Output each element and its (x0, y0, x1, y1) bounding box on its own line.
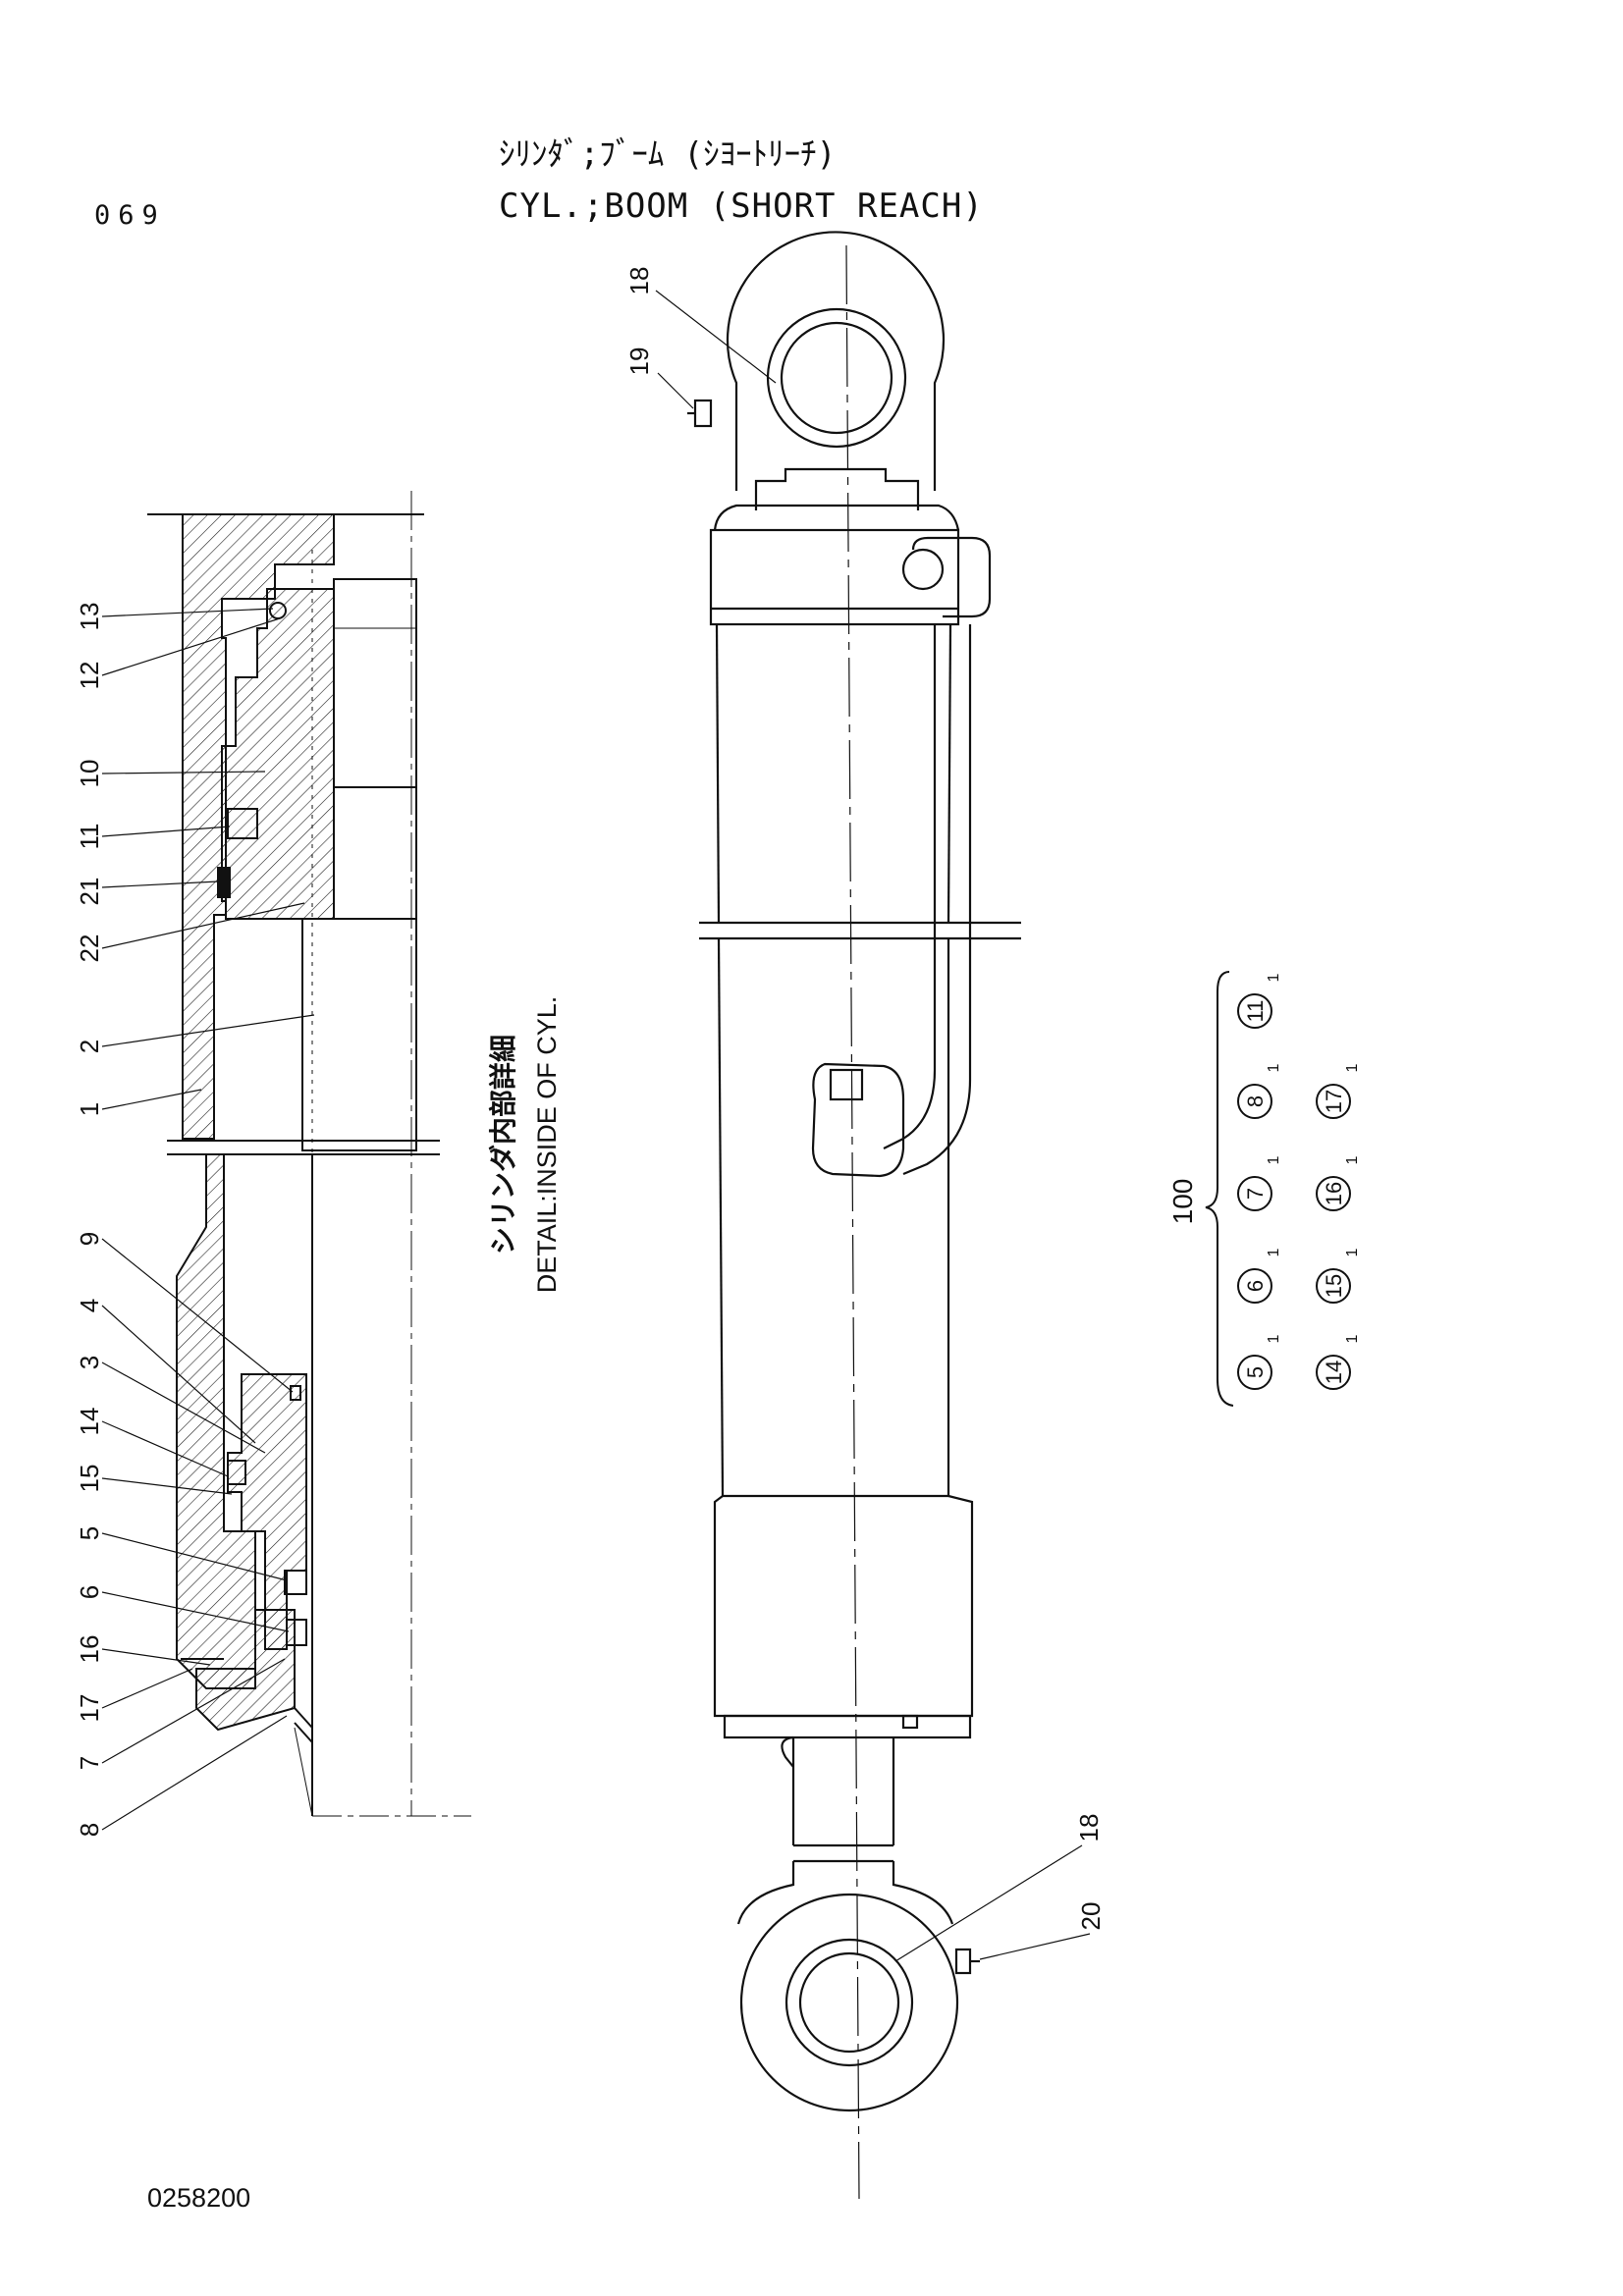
callout-17: 17 (75, 1694, 104, 1723)
callout-14: 14 (75, 1408, 104, 1436)
detail-caption-jp: シリンダ内部詳細 (487, 1035, 518, 1255)
seal-kit: 100 5 6 7 8 11 1 1 1 1 1 (1167, 971, 1361, 1407)
detail-caption-en: DETAIL:INSIDE OF CYL. (532, 996, 562, 1294)
seal-kit-label: 100 (1167, 1179, 1198, 1225)
callout-11: 11 (75, 824, 104, 850)
callout-4: 4 (75, 1299, 104, 1312)
seal-kit-brace (1205, 971, 1234, 1407)
callout-22: 22 (75, 934, 104, 963)
drawing-number: 0258200 (147, 2183, 251, 2213)
qty-6: 1 (1266, 1248, 1282, 1256)
callout-7: 7 (75, 1756, 104, 1770)
title-japanese: ｼﾘﾝﾀﾞ;ﾌﾞｰﾑ (ｼﾖｰﾄﾘｰﾁ) (499, 134, 837, 173)
part-6: 6 (1243, 1280, 1268, 1292)
seal-kit-row1 (1237, 993, 1272, 1390)
part-17: 17 (1322, 1090, 1346, 1113)
seal-kit-row2 (1316, 1084, 1351, 1390)
part-7: 7 (1243, 1188, 1268, 1200)
part-circle-17 (1316, 1084, 1351, 1119)
callout-15: 15 (75, 1465, 104, 1493)
callout-8: 8 (75, 1823, 104, 1837)
qty-7: 1 (1266, 1155, 1282, 1164)
part-15: 15 (1322, 1274, 1346, 1298)
detail-caption: シリンダ内部詳細 DETAIL:INSIDE OF CYL. (487, 996, 562, 1294)
detail-view (101, 491, 471, 1831)
qty-11: 1 (1266, 973, 1282, 982)
part-16: 16 (1322, 1182, 1346, 1205)
part-5: 5 (1243, 1366, 1268, 1378)
callout-3: 3 (75, 1356, 104, 1369)
detail-callouts: 13 12 10 11 21 22 2 1 9 4 3 14 15 5 6 16… (75, 603, 104, 1838)
callout-18-bottom: 18 (1074, 1814, 1104, 1842)
callout-13: 13 (75, 603, 104, 631)
callout-20: 20 (1076, 1902, 1106, 1931)
callout-5: 5 (75, 1526, 104, 1540)
callout-1: 1 (75, 1102, 104, 1116)
part-circle-11 (1237, 993, 1272, 1029)
part-circle-7 (1237, 1176, 1272, 1211)
title-english: CYL.;BOOM (SHORT REACH) (499, 187, 984, 226)
part-circle-5 (1237, 1355, 1272, 1390)
part-circle-16 (1316, 1176, 1351, 1211)
part-11: 11 (1243, 1000, 1268, 1023)
callout-6: 6 (75, 1585, 104, 1599)
callout-16: 16 (75, 1635, 104, 1664)
callout-19: 19 (624, 347, 654, 376)
callout-10: 10 (75, 760, 104, 788)
qty-15: 1 (1344, 1248, 1361, 1256)
qty-17: 1 (1344, 1063, 1361, 1072)
qty-14: 1 (1344, 1334, 1361, 1343)
callout-21: 21 (75, 878, 104, 906)
part-circle-15 (1316, 1268, 1351, 1304)
qty-8: 1 (1266, 1063, 1282, 1072)
cylinder-main-view (655, 231, 1091, 2200)
page-number: 069 (94, 200, 166, 231)
part-8: 8 (1243, 1095, 1268, 1107)
part-14: 14 (1322, 1361, 1346, 1384)
part-circle-6 (1237, 1268, 1272, 1304)
qty-16: 1 (1344, 1155, 1361, 1164)
part-circle-14 (1316, 1355, 1351, 1390)
callout-18-top: 18 (624, 267, 654, 295)
callout-12: 12 (75, 662, 104, 690)
qty-5: 1 (1266, 1334, 1282, 1343)
callout-2: 2 (75, 1040, 104, 1053)
main-callouts: 18 19 18 20 (624, 267, 1106, 1931)
callout-9: 9 (75, 1232, 104, 1246)
part-circle-8 (1237, 1084, 1272, 1119)
